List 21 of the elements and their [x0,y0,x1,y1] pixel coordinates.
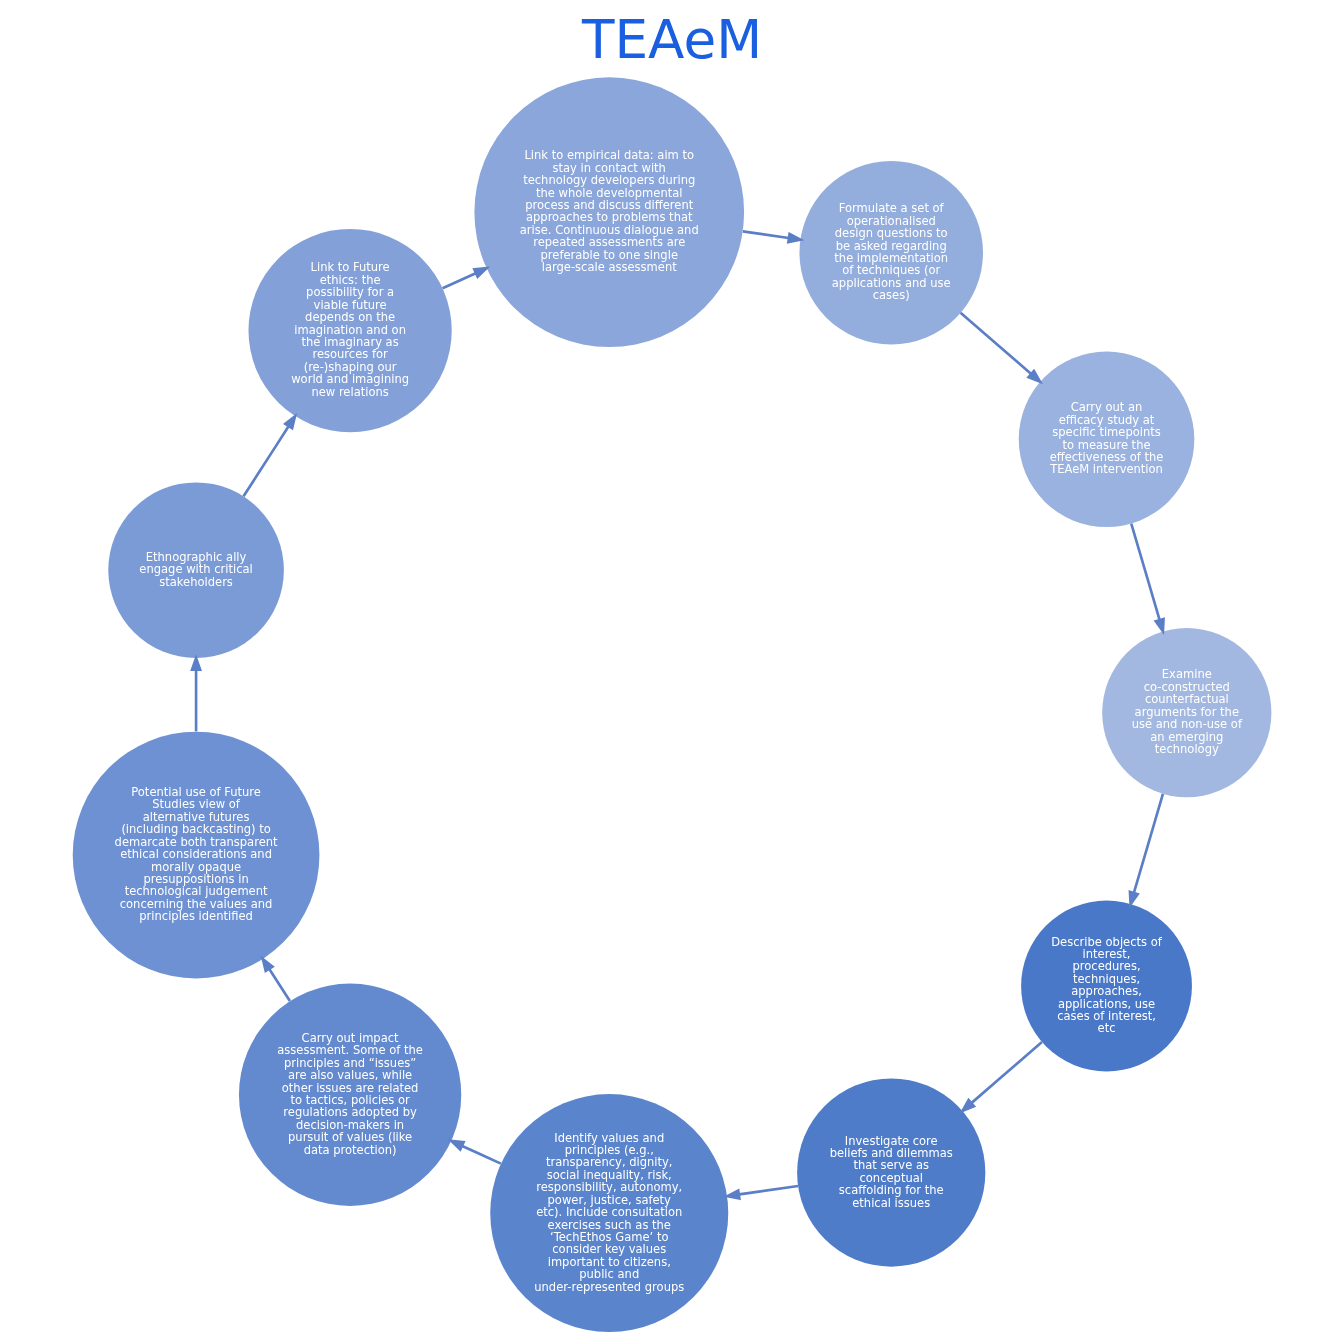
arrow [260,955,291,1002]
arrow [742,230,805,244]
node-circle: Identify values and principles (e.g., transparency, dignity, social inequality, risk, responsibility, autonomy, power, justice, safety etc). Include consultation exercises such as the ‘TechEthos Game’ to consider key values important to citizens, public and under-represented groups [490,1094,729,1333]
node-circle: Formulate a set of operationalised design questions to be asked regarding the implementation of techniques (or applications and use cases) [799,161,983,345]
node-circle: Investigate core beliefs and dilemmas that serve as conceptual scaffolding for the ethical issues [797,1078,986,1267]
arrow [959,1040,1043,1114]
node-circle: Carry out impact assessment. Some of the principles and “issues” are also values, while other issues are related to tactics, policies or regulations adopted by decision-makers in pursuit of values (like data protection) [238,983,462,1206]
node-circle: Examine co-constructed counterfactual arguments for the use and non-use of an emerging technology [1102,628,1272,798]
arrow [190,654,202,732]
diagram-title: TEAeM [581,8,763,71]
arrow [442,266,491,290]
arrow [959,311,1043,385]
arrow [242,412,298,498]
node-circle: Describe objects of interest, procedures, techniques, approaches, applications, use cases of interest, etc [1021,900,1192,1072]
node-circle: Carry out an efficacy study at specific timepoints to measure the effectiveness of the TEAeM intervention [1018,351,1195,528]
arrow [1128,793,1165,908]
node-circle: Potential use of Future Studies view of alternative futures (including backcasting) to demarcate both transparent ethical considerations and morally opaque presuppositions in technological judgement concerning the values and principles identified [72,731,320,979]
arrow [723,1184,799,1201]
node-circle: Ethnographic ally engage with critical stakeholders [108,482,284,658]
arrow [1130,523,1165,636]
arrow [447,1139,502,1165]
